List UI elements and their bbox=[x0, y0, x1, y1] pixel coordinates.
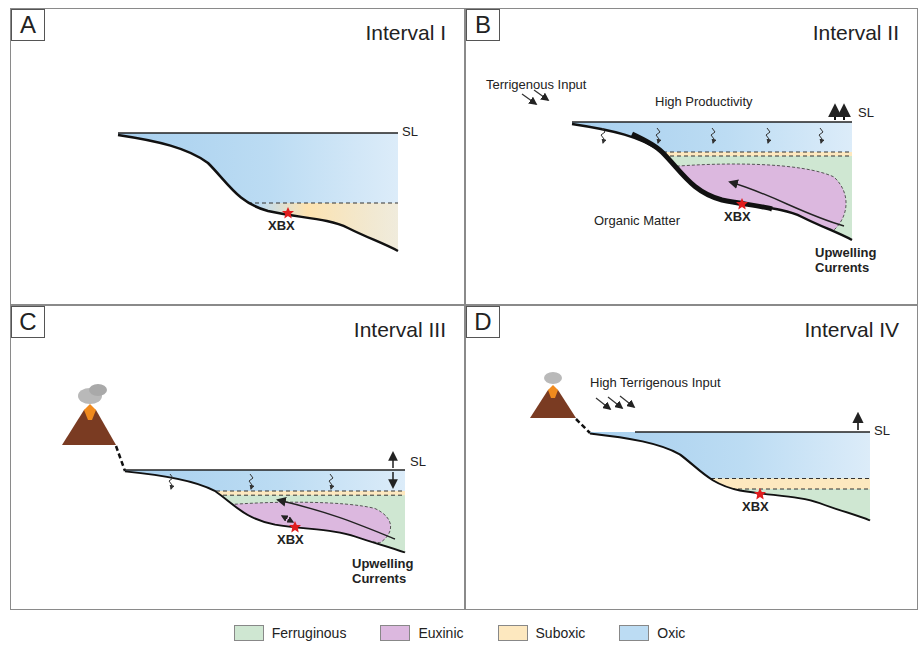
legend-item: Euxinic bbox=[380, 625, 463, 641]
interval-panel: Interval IV D bbox=[465, 305, 918, 610]
legend: Ferruginous Euxinic Suboxic Oxic bbox=[0, 618, 919, 648]
current-label: Upwelling Currents bbox=[352, 557, 426, 587]
legend-swatch bbox=[380, 625, 410, 641]
sea-level-label: SL bbox=[858, 106, 874, 121]
site-label: XBX bbox=[268, 219, 295, 234]
panel-letter: C bbox=[19, 310, 36, 334]
interval-panel: Interval I A bbox=[10, 8, 465, 305]
panel-letter-box: C bbox=[11, 306, 45, 338]
site-label: XBX bbox=[277, 533, 304, 548]
legend-text: Euxinic bbox=[418, 625, 463, 641]
legend-text: Ferruginous bbox=[272, 625, 347, 641]
sea-level-label: SL bbox=[874, 424, 890, 439]
interval-title: Interval III bbox=[354, 318, 446, 342]
panel-letter-box: D bbox=[466, 306, 500, 338]
legend-item: Oxic bbox=[619, 625, 685, 641]
panel-letter-box: A bbox=[11, 9, 45, 41]
legend-swatch bbox=[619, 625, 649, 641]
interval-title: Interval IV bbox=[804, 318, 899, 342]
panel-letter: A bbox=[20, 13, 36, 37]
legend-swatch bbox=[498, 625, 528, 641]
interval-title: Interval II bbox=[813, 21, 899, 45]
legend-item: Ferruginous bbox=[234, 625, 347, 641]
input-label: Terrigenous Input bbox=[486, 78, 586, 93]
legend-item: Suboxic bbox=[498, 625, 586, 641]
sea-level-label: SL bbox=[410, 455, 426, 470]
organic-matter-label: Organic Matter bbox=[594, 214, 680, 229]
panel-letter-box: B bbox=[466, 9, 500, 41]
site-label: XBX bbox=[724, 210, 751, 225]
legend-swatch bbox=[234, 625, 264, 641]
legend-text: Suboxic bbox=[536, 625, 586, 641]
panel-letter: D bbox=[474, 310, 491, 334]
interval-title: Interval I bbox=[365, 21, 446, 45]
input-label: High Terrigenous Input bbox=[590, 376, 721, 391]
current-label: Upwelling Currents bbox=[815, 246, 889, 276]
panel-letter: B bbox=[475, 13, 491, 37]
legend-text: Oxic bbox=[657, 625, 685, 641]
productivity-label: High Productivity bbox=[655, 95, 753, 110]
site-label: XBX bbox=[742, 500, 769, 515]
sea-level-label: SL bbox=[402, 125, 418, 140]
